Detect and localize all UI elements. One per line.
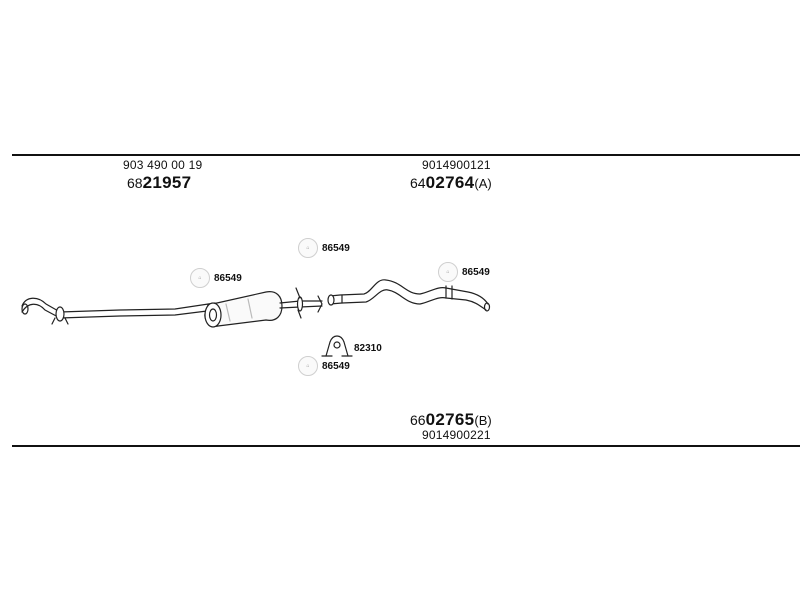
callout-clamp: 82310 — [350, 343, 382, 354]
callout-hanger-left: ⌂ 86549 — [190, 268, 242, 288]
hanger-icon: ⌂ — [298, 238, 318, 258]
clamp-drawing — [321, 335, 353, 357]
right-bottom-part-prefix: 66 — [410, 412, 426, 428]
right-bottom-part-number: 6602765(B) — [410, 410, 492, 430]
right-top-part-bold: 02764 — [425, 173, 475, 192]
callout-number: 86549 — [462, 266, 490, 278]
right-bottom-ref-number: 9014900221 — [422, 428, 491, 442]
left-part-prefix: 68 — [127, 175, 143, 191]
center-silencer-drawing — [204, 287, 323, 328]
callout-hanger-top: ⌂ 86549 — [298, 238, 350, 258]
callout-number: 86549 — [214, 272, 242, 284]
right-top-part-suffix: (A) — [474, 176, 492, 191]
bottom-divider-line — [12, 445, 800, 447]
right-bottom-part-suffix: (B) — [474, 413, 492, 428]
front-pipe-drawing — [21, 297, 216, 325]
right-top-part-prefix: 64 — [410, 175, 426, 191]
right-bottom-part-bold: 02765 — [425, 410, 475, 429]
tail-pipe-drawing — [327, 279, 491, 312]
callout-hanger-right: ⌂ 86549 — [438, 262, 490, 282]
callout-number: 86549 — [322, 242, 350, 254]
callout-number: 82310 — [354, 343, 382, 354]
hanger-icon: ⌂ — [298, 356, 318, 376]
left-part-bold: 21957 — [142, 173, 192, 192]
right-top-ref-number: 9014900121 — [422, 158, 491, 172]
callout-hanger-bottom: ⌂ 86549 — [298, 356, 350, 376]
right-top-part-number: 6402764(A) — [410, 173, 492, 193]
left-ref-number: 903 490 00 19 — [123, 158, 203, 172]
hanger-icon: ⌂ — [190, 268, 210, 288]
top-divider-line — [12, 154, 800, 156]
left-part-number: 6821957 — [127, 173, 191, 193]
hanger-icon: ⌂ — [438, 262, 458, 282]
callout-number: 86549 — [322, 360, 350, 372]
